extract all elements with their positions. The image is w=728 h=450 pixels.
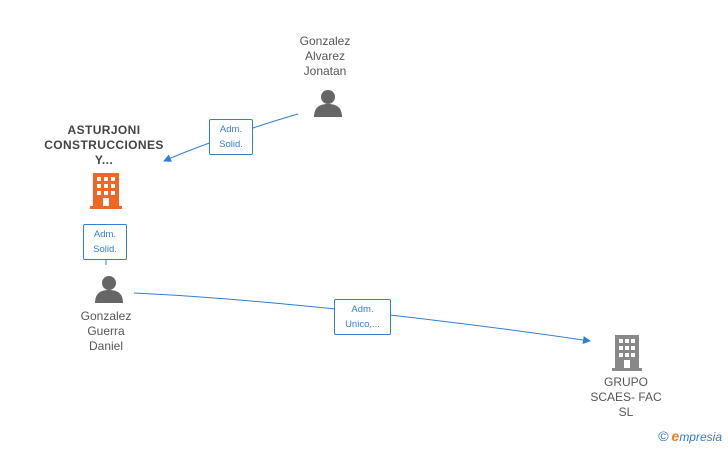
brand-logo: empresia bbox=[671, 428, 722, 444]
building-icon[interactable] bbox=[612, 335, 642, 371]
copyright-icon: © bbox=[658, 428, 669, 444]
node-label-asturjoni[interactable]: ASTURJONI CONSTRUCCIONES Y... bbox=[44, 123, 164, 167]
node-label-grupo-scaes-fac[interactable]: GRUPO SCAES- FAC SL bbox=[590, 375, 662, 419]
building-icon[interactable] bbox=[90, 173, 122, 209]
node-label-gonzalez-alvarez-jonatan[interactable]: Gonzalez Alvarez Jonatan bbox=[299, 34, 351, 78]
empresia-watermark: © empresia bbox=[658, 428, 722, 444]
edge-label-adm-solid-mid[interactable]: Adm. Solid. bbox=[83, 224, 127, 260]
node-label-gonzalez-guerra-daniel[interactable]: Gonzalez Guerra Daniel bbox=[80, 309, 132, 353]
person-icon[interactable] bbox=[94, 274, 124, 304]
edge-label-adm-solid-top[interactable]: Adm. Solid. bbox=[209, 119, 253, 155]
person-icon[interactable] bbox=[313, 88, 343, 118]
edge-label-adm-unico[interactable]: Adm. Unico,... bbox=[334, 299, 391, 335]
